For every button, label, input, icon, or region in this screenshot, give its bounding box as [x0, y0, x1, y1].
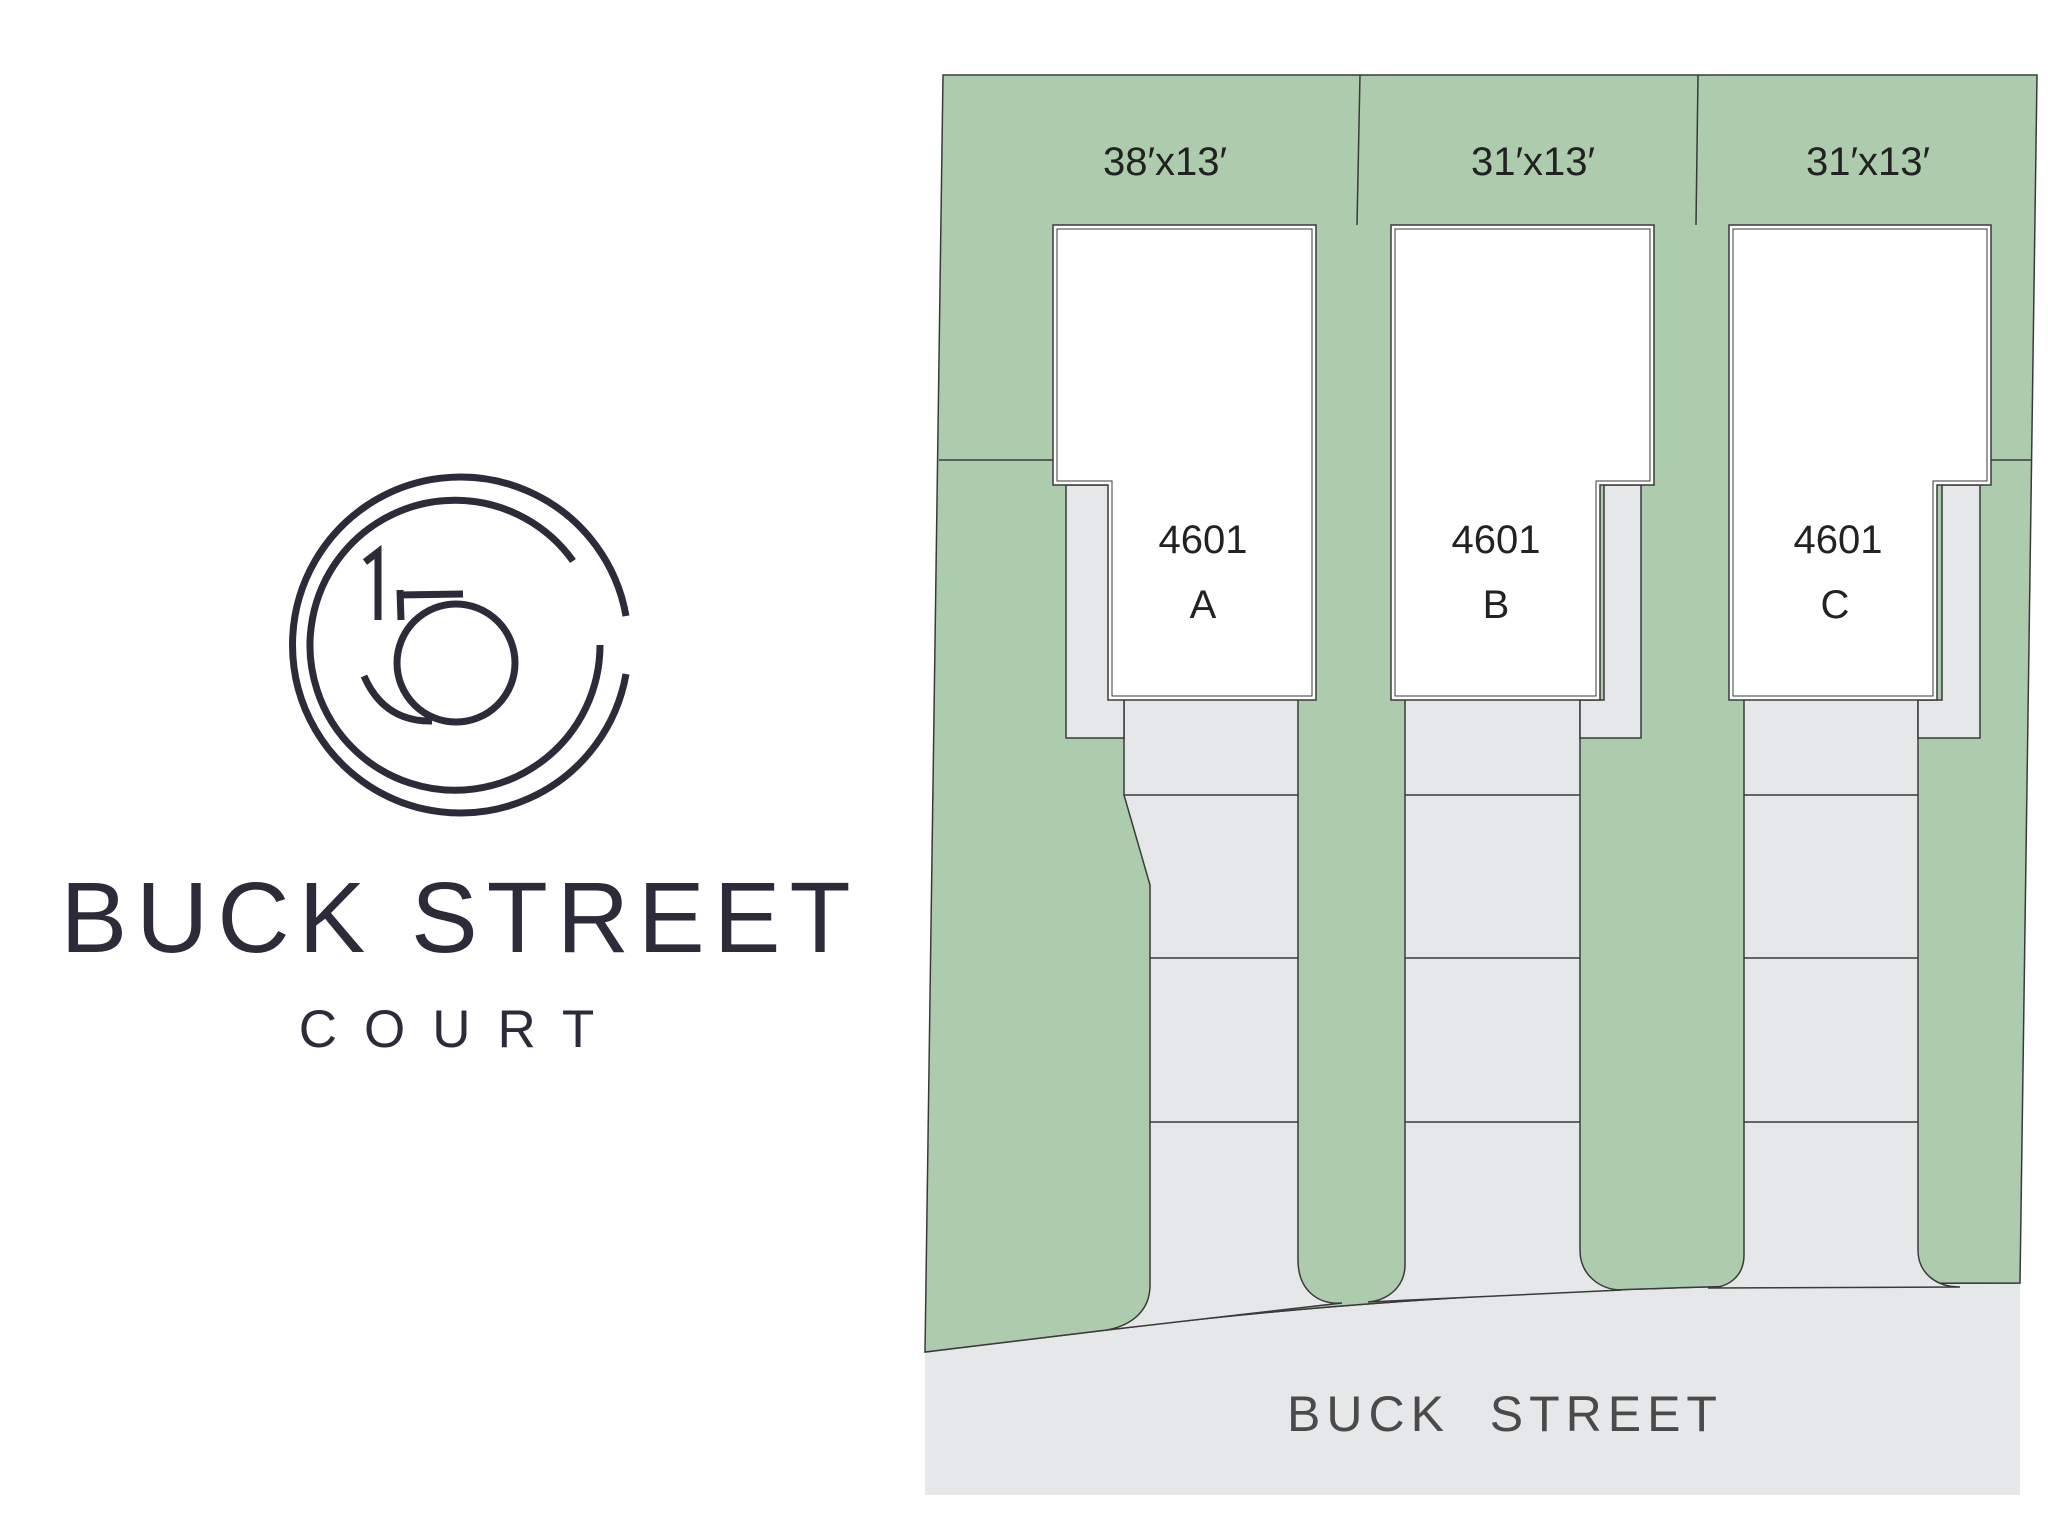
- 15-circle-logo-icon: [289, 473, 630, 817]
- lot-divider: [1695, 74, 1699, 226]
- driveway-b: [1367, 697, 1623, 1303]
- lot-dimension-c: 31′x13′: [1806, 140, 1930, 184]
- logo-block: BUCK STREET COURT: [0, 0, 900, 1536]
- lot-dimension-b: 31′x13′: [1471, 140, 1595, 184]
- logo-subtitle: COURT: [298, 1000, 622, 1059]
- building-footprint-c: [1728, 224, 1992, 701]
- street-name-label: BUCK STREET: [1287, 1386, 1723, 1442]
- driveway-c: [1707, 697, 1961, 1289]
- building-footprint-b: [1390, 224, 1655, 701]
- driveway-a: [1106, 697, 1343, 1331]
- logo-title: BUCK STREET: [60, 862, 860, 974]
- unit-letter-b: B: [1483, 583, 1510, 627]
- street-pavement: [925, 1283, 2020, 1495]
- building-footprint-a: [1052, 224, 1317, 701]
- unit-number-a: 4601: [1159, 518, 1248, 562]
- building-outline-c: [1732, 228, 1988, 697]
- unit-letter-a: A: [1190, 583, 1217, 627]
- unit-letter-c: C: [1821, 583, 1850, 627]
- lot-dimension-a: 38′x13′: [1103, 140, 1227, 184]
- unit-number-b: 4601: [1452, 518, 1541, 562]
- lot-divider: [1356, 74, 1361, 226]
- unit-number-c: 4601: [1794, 518, 1883, 562]
- building-outline-a: [1056, 228, 1313, 697]
- building-outline-b: [1394, 228, 1651, 697]
